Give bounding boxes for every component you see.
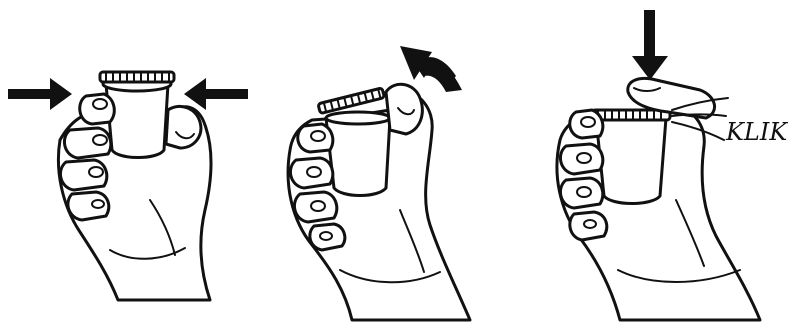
arrow-left-icon [184,78,248,110]
step-3-press: KLIK [557,10,788,320]
hand-1-icon [58,72,211,300]
arrow-down-icon [632,10,668,80]
step-2-tilt [288,46,470,320]
hand-2-icon [288,84,470,320]
hand-3-icon [557,79,760,321]
arrow-right-icon [8,78,72,110]
klik-label: KLIK [725,118,788,146]
step-1-squeeze [8,72,248,300]
